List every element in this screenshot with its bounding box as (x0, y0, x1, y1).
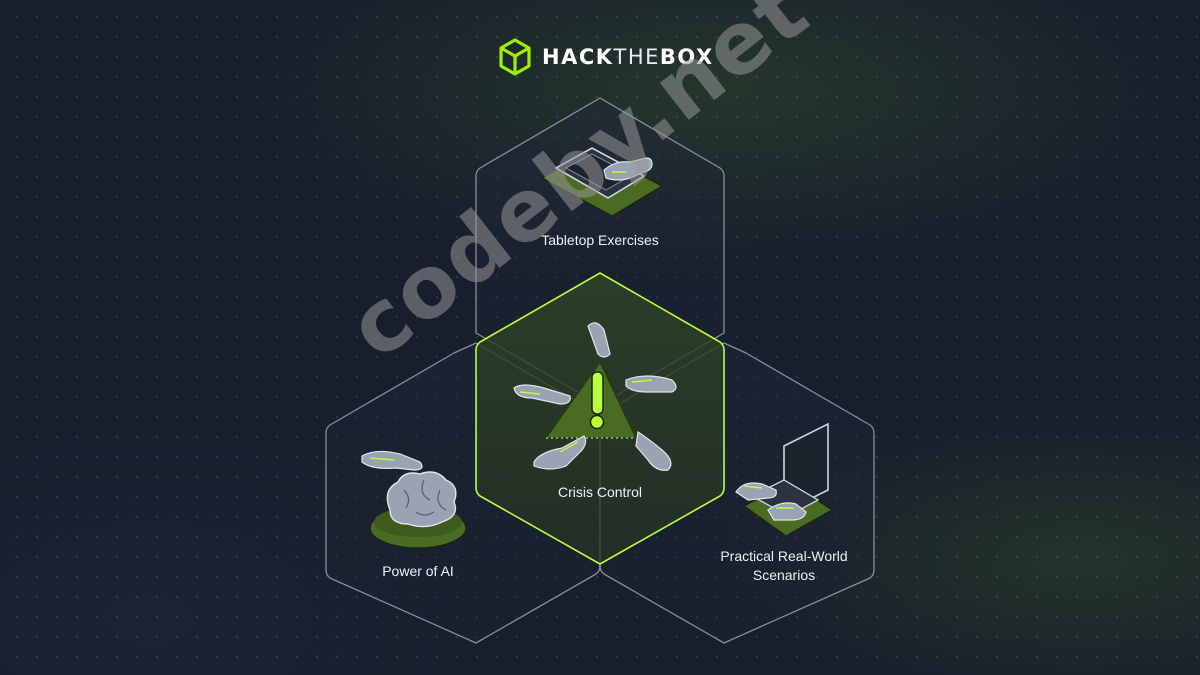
logo-word-the: THE (613, 45, 660, 69)
cube-logo-icon (499, 38, 531, 76)
warning-triangle-hands-icon (513, 322, 677, 471)
logo-word-hack: HACK (542, 45, 614, 69)
label-tabletop-exercises: Tabletop Exercises (541, 232, 659, 248)
logo-word-box: BOX (659, 45, 714, 69)
tablet-hand-icon (540, 147, 664, 217)
laptop-hands-icon (735, 422, 834, 537)
label-practical-scenarios: Practical Real-World Scenarios (700, 547, 868, 585)
label-crisis-control: Crisis Control (557, 484, 642, 500)
label-power-of-ai: Power of AI (382, 563, 454, 579)
label-practical-line2: Scenarios (752, 567, 816, 583)
brain-hand-icon (361, 450, 467, 549)
label-practical-line1: Practical Real-World (720, 548, 848, 564)
